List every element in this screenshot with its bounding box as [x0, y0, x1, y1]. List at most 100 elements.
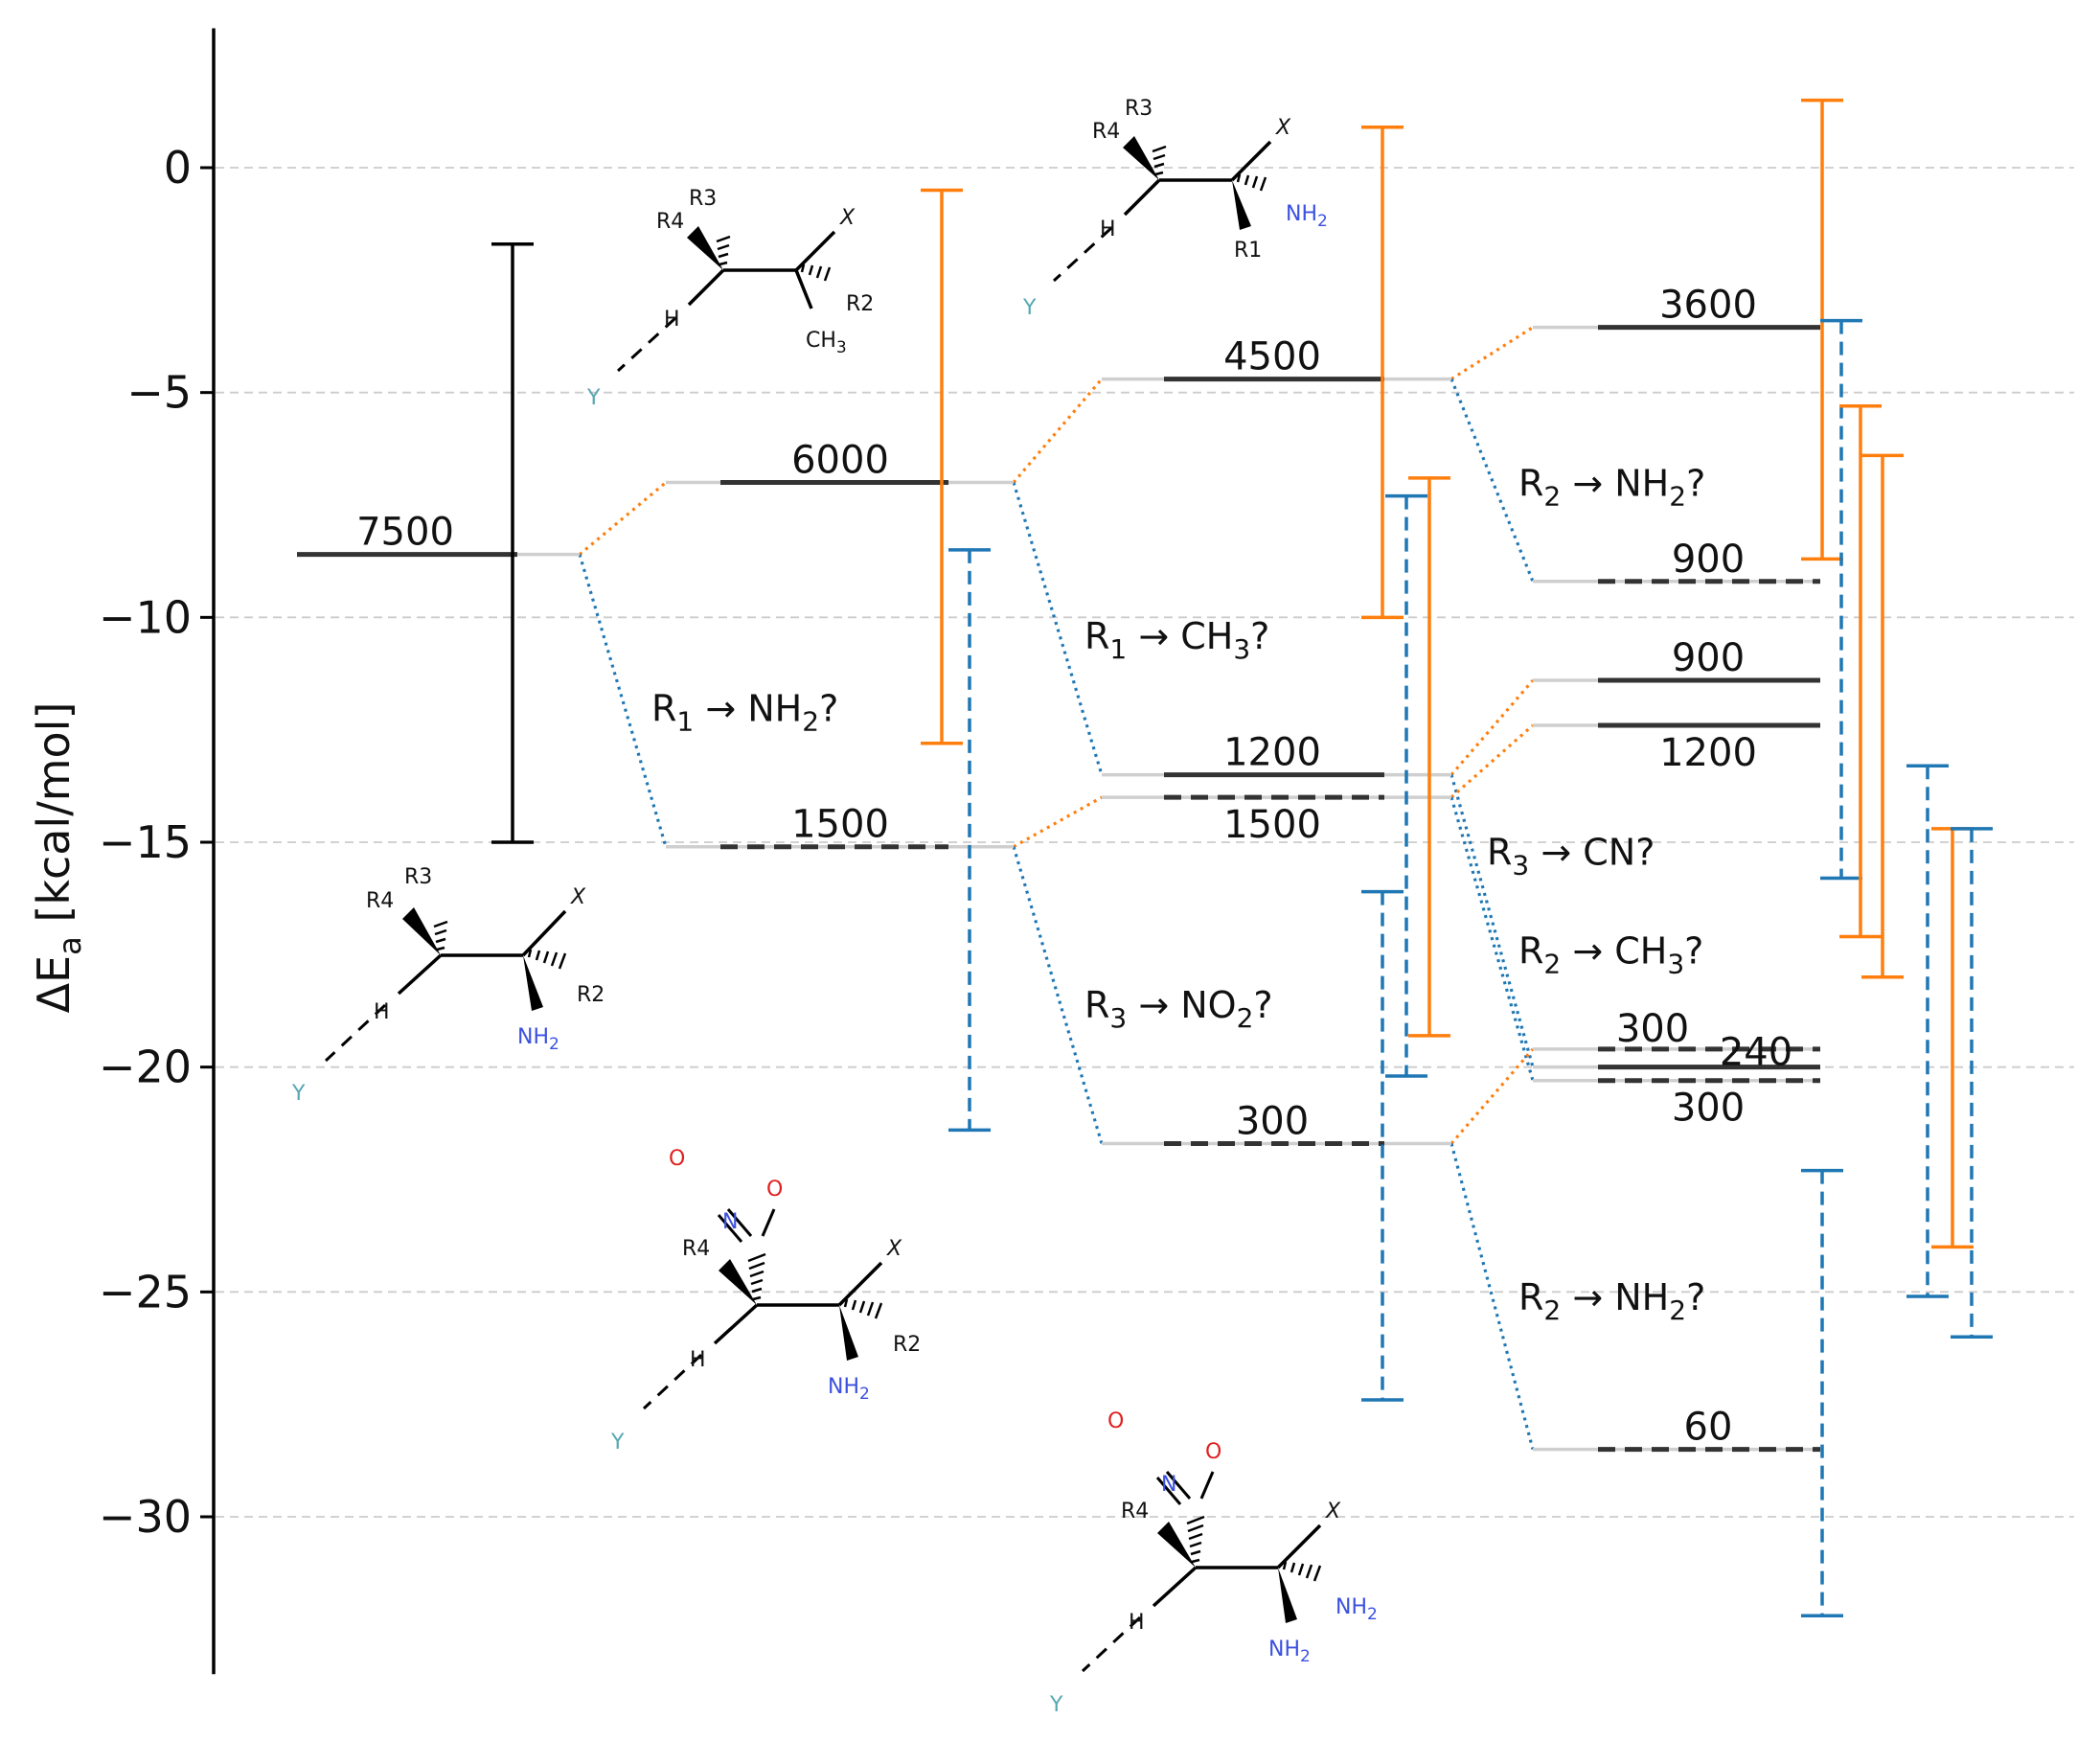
m0-r3: R3: [404, 865, 432, 889]
level-label: 240: [1720, 1031, 1792, 1075]
y-axis-label: ΔEa [kcal/mol]: [28, 702, 88, 1014]
annotation-label: R1 → NH2?: [651, 687, 838, 737]
annotation-label: R3 → CN?: [1487, 831, 1655, 881]
y-tick-label: −10: [99, 591, 192, 643]
m2-x: X: [1275, 116, 1291, 140]
error-bar: [1801, 1168, 1843, 1618]
m1-r2: R2: [846, 292, 874, 316]
y-axis: ΔEa [kcal/mol] 0 −5 −10 −15 −20 −25 −30: [28, 28, 216, 1675]
m4-h: H: [1129, 1611, 1145, 1635]
connection-line: [1450, 326, 1534, 380]
error-bar: [1385, 493, 1427, 1078]
molecule-m1: R4 R3 X R2 H CH3 Y: [586, 187, 874, 410]
m0-r2: R2: [577, 983, 605, 1007]
annotation-label: R2 → NH2?: [1518, 1276, 1705, 1326]
error-bar: [1839, 403, 1882, 939]
connection-line: [1449, 774, 1535, 1068]
m1-r4: R4: [656, 210, 684, 234]
error-bar: [1361, 126, 1404, 620]
level-label: 900: [1672, 538, 1745, 582]
error-bar: [1361, 889, 1404, 1402]
level-label: 1200: [1659, 731, 1757, 775]
y-tick-label: 0: [164, 142, 192, 194]
m3-r4: R4: [682, 1237, 710, 1261]
y-tick-label: −5: [126, 367, 192, 419]
level-label: 4500: [1223, 335, 1321, 379]
annotations: R1 → NH2? R1 → CH3? R3 → NO2? R2 → NH2? R3 →…: [651, 463, 1705, 1326]
level-label: 1200: [1223, 731, 1321, 775]
error-bar: [1820, 318, 1862, 881]
level-label: 300: [1616, 1007, 1689, 1051]
m2-y: Y: [1022, 296, 1037, 320]
m0-r4: R4: [366, 889, 394, 913]
molecule-m0: R4 R3 X R2 H NH2 Y: [291, 865, 605, 1106]
level-label: 6000: [791, 439, 889, 483]
level-label: 1500: [1223, 803, 1321, 847]
m4-nh2a: NH2: [1335, 1595, 1378, 1624]
m2-r1: R1: [1234, 239, 1262, 263]
m3-h: H: [690, 1348, 706, 1372]
connection-line: [1449, 796, 1535, 1082]
m0-nh2: NH2: [517, 1025, 559, 1054]
energy-levels: 7500 6000 1500 4500 1200 1500 300 3600 900 900 120…: [297, 284, 1820, 1453]
m2-r3: R3: [1125, 97, 1153, 121]
connection-line: [1012, 482, 1104, 776]
m4-y: Y: [1049, 1693, 1063, 1717]
m1-ch3: CH3: [806, 329, 847, 357]
level-label: 3600: [1659, 284, 1757, 328]
molecule-m2: R4 R3 X NH2 R1 H Y: [1022, 97, 1328, 320]
connection-line: [1449, 378, 1535, 583]
connection-line: [1449, 1047, 1535, 1145]
m4-r4: R4: [1121, 1500, 1149, 1523]
connections: [578, 326, 1535, 1451]
m3-r2: R2: [893, 1333, 921, 1357]
level-label: 1500: [791, 803, 889, 847]
connection-line: [1012, 378, 1104, 484]
level-label: 900: [1672, 636, 1745, 680]
molecule-m3: O O N R4 X R2 H NH2 Y: [610, 1147, 921, 1455]
error-bar: [921, 188, 963, 745]
error-bar: [1931, 827, 1974, 1249]
m4-o1: O: [1107, 1409, 1124, 1433]
error-bar: [1951, 827, 1993, 1340]
connection-line: [1449, 678, 1535, 776]
error-bar: [1408, 476, 1450, 1038]
m2-r4: R4: [1092, 120, 1120, 144]
level-label: 300: [1672, 1087, 1745, 1131]
m1-h: H: [664, 308, 680, 332]
m4-nh2b: NH2: [1268, 1638, 1311, 1666]
m4-o2: O: [1205, 1440, 1221, 1464]
connection-line: [1013, 795, 1103, 849]
error-bar: [1906, 764, 1949, 1298]
m0-y: Y: [291, 1082, 306, 1106]
m1-x: X: [839, 206, 856, 230]
m3-n: N: [722, 1210, 738, 1234]
error-bar: [1801, 98, 1843, 561]
level-label: 300: [1236, 1099, 1309, 1143]
annotation-label: R2 → NH2?: [1518, 463, 1705, 513]
error-bars: [491, 98, 1993, 1618]
connection-line: [578, 554, 668, 848]
m3-o2: O: [766, 1178, 783, 1202]
m1-r3: R3: [689, 187, 717, 211]
y-tick-label: −25: [99, 1266, 192, 1317]
y-tick-label: −20: [99, 1042, 192, 1093]
m3-o1: O: [669, 1147, 685, 1171]
level-label: 7500: [356, 511, 454, 555]
error-bar: [491, 242, 534, 844]
error-bar: [1861, 453, 1904, 979]
connection-line: [578, 481, 668, 556]
y-tick-label: −15: [99, 816, 192, 868]
error-bar: [948, 548, 991, 1133]
m1-y: Y: [586, 386, 601, 410]
level-label: 60: [1684, 1406, 1733, 1450]
connection-line: [1012, 846, 1104, 1144]
annotation-label: R2 → CH3?: [1518, 930, 1703, 980]
y-tick-label: −30: [99, 1491, 192, 1543]
annotation-label: R1 → CH3?: [1084, 615, 1269, 665]
m4-x: X: [1325, 1500, 1341, 1523]
m3-nh2: NH2: [828, 1375, 870, 1404]
m3-x: X: [886, 1237, 902, 1261]
annotation-label: R3 → NO2?: [1084, 984, 1273, 1034]
